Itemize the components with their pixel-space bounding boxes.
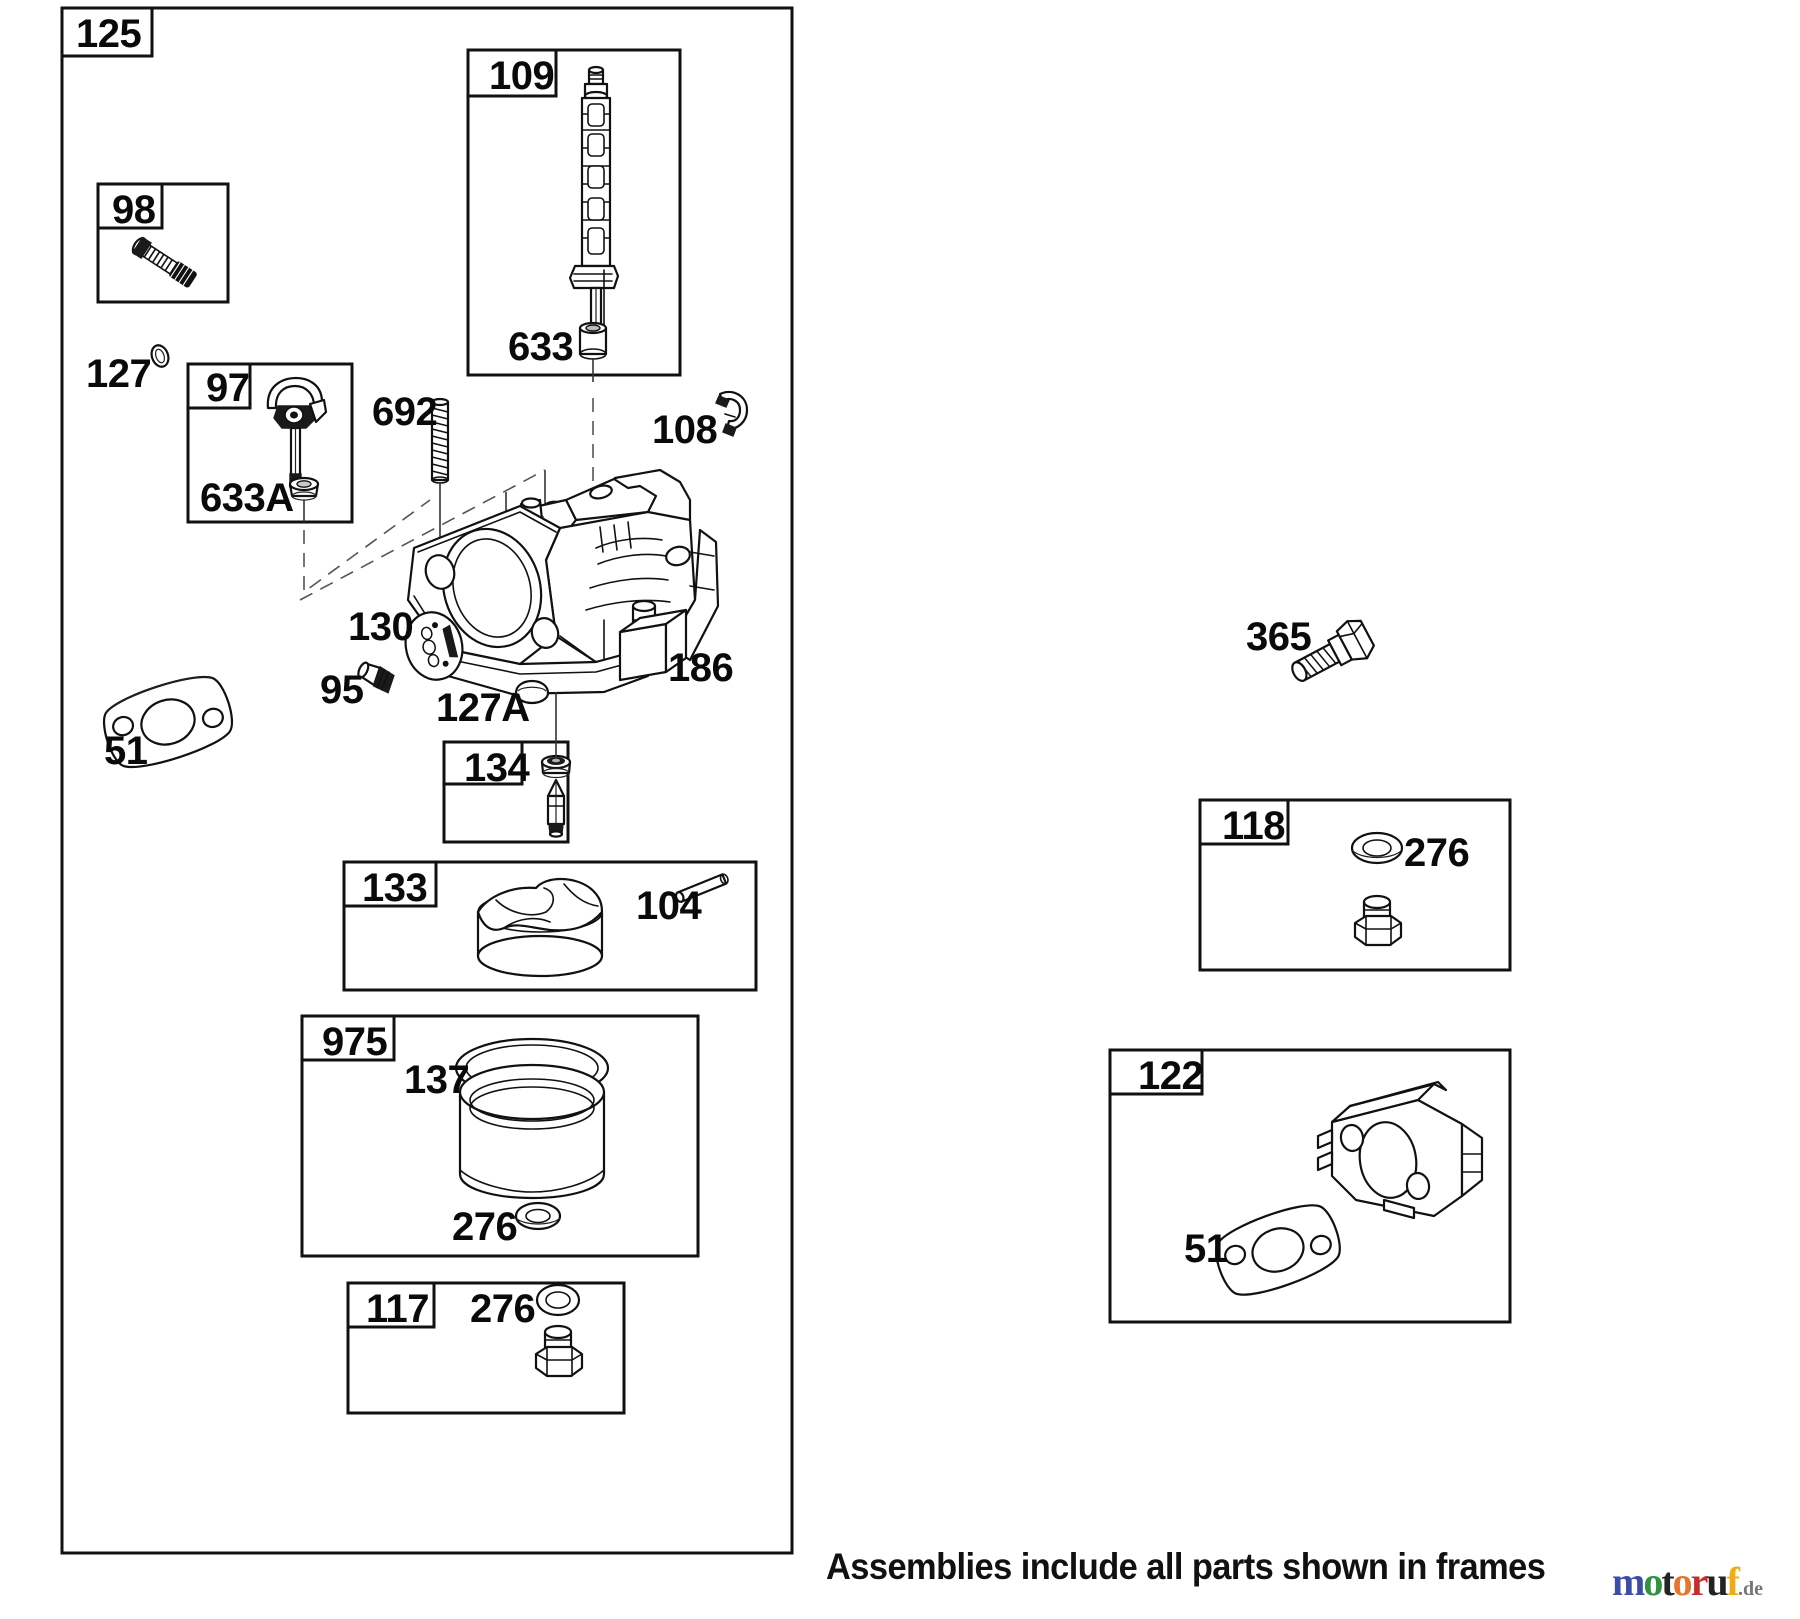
part-label-633A: 633A (200, 476, 294, 520)
part-127-oring (150, 344, 170, 368)
watermark-letter-r: r (1690, 1559, 1709, 1604)
part-137-float-bowl (454, 1037, 610, 1200)
frame-label-97: 97 (206, 366, 250, 410)
watermark-letter-t: t (1661, 1559, 1674, 1604)
part-276-washer-117 (535, 1283, 581, 1317)
part-365-hex-bolt (1291, 619, 1375, 682)
part-label-137: 137 (404, 1058, 470, 1102)
part-51-gasket-122 (1215, 1204, 1341, 1296)
part-276-washer-975 (514, 1201, 562, 1231)
part-label-127A: 127A (436, 686, 530, 730)
part-118-bowl-nut (1353, 894, 1403, 947)
part-label-104: 104 (636, 884, 702, 928)
part-label-365: 365 (1246, 615, 1312, 659)
part-633-bushing (578, 321, 608, 360)
part-51-gasket-left (102, 675, 234, 769)
frame-label-122: 122 (1138, 1054, 1204, 1098)
frame-label-134: 134 (464, 746, 530, 790)
part-122-intake-manifold (1316, 1080, 1484, 1220)
frame-label-133: 133 (362, 866, 428, 910)
part-label-130: 130 (348, 605, 414, 649)
part-97-choke-lever (266, 376, 328, 491)
frame-label-109: 109 (489, 54, 555, 98)
frame-label-125: 125 (76, 12, 142, 56)
part-label-692: 692 (372, 390, 438, 434)
part-130-throttle-plate (404, 611, 464, 681)
leader-633A-dash (303, 499, 431, 594)
part-label-186: 186 (668, 646, 734, 690)
part-label-633: 633 (508, 325, 574, 369)
part-633A-seal-washer (288, 476, 320, 501)
frame-label-118: 118 (1222, 804, 1286, 848)
part-95-screw (357, 661, 395, 694)
watermark-letter-o1: o (1643, 1559, 1663, 1604)
watermark-letter-m: m (1612, 1559, 1645, 1604)
part-label-276-975: 276 (452, 1205, 518, 1249)
frame-label-975: 975 (322, 1020, 388, 1064)
frame-label-98: 98 (112, 188, 156, 232)
part-label-276-117: 276 (470, 1287, 536, 1331)
watermark-suffix: .de (1738, 1578, 1763, 1600)
part-127A-oring (514, 679, 550, 705)
part-label-108: 108 (652, 408, 718, 452)
part-134-needle-valve (540, 754, 572, 838)
watermark-letter-o2: o (1672, 1559, 1693, 1604)
part-133-float (476, 877, 604, 978)
watermark-letter-f: f (1726, 1559, 1740, 1604)
part-276-washer-118 (1350, 831, 1404, 865)
part-109-fuel-pipe (568, 65, 620, 346)
frame-label-117: 117 (366, 1287, 430, 1331)
watermark-letter-u: u (1706, 1559, 1728, 1604)
part-label-51-left: 51 (104, 729, 148, 773)
part-117-bowl-nut (534, 1324, 584, 1378)
part-label-95: 95 (320, 668, 364, 712)
leader-97-dash (299, 469, 546, 601)
part-108-retaining-clip (715, 390, 749, 437)
frame-boxes (60, 6, 1512, 1555)
footer-note: Assemblies include all parts shown in fr… (826, 1546, 1546, 1587)
part-label-51-122: 51 (1184, 1227, 1228, 1271)
part-98-screw-spring (131, 236, 197, 288)
part-104-hinge-pin (674, 873, 729, 903)
part-label-276-118: 276 (1404, 831, 1470, 875)
part-692-spring (430, 397, 450, 484)
watermark-motoruf: motoruf.de (1612, 1558, 1763, 1605)
part-label-127: 127 (86, 352, 152, 396)
